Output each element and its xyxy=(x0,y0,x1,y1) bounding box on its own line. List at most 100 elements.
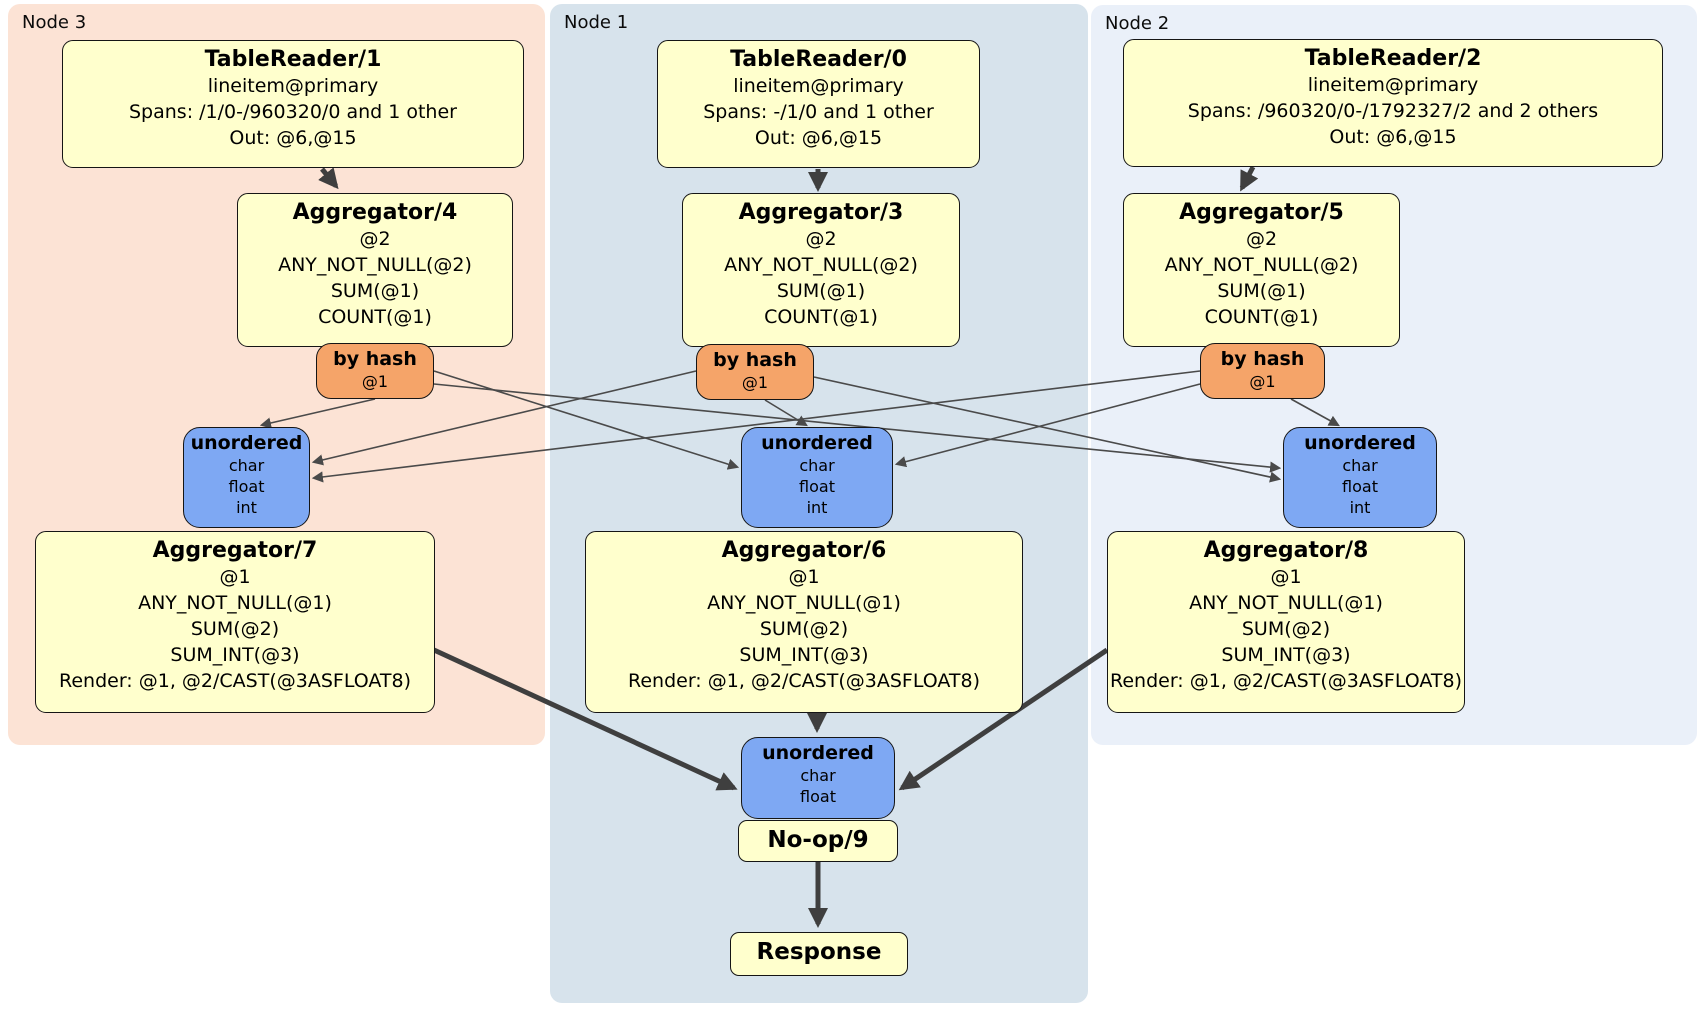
processor-line: SUM(@2) xyxy=(759,618,849,640)
processor-line: SUM(@1) xyxy=(1217,280,1306,302)
processor-line: SUM(@2) xyxy=(1241,618,1331,640)
edge-hash2-un2 xyxy=(1290,398,1340,427)
processor-noop-9: No-op/9 xyxy=(738,820,898,862)
edge-tr1-agg4 xyxy=(318,167,339,190)
processor-line: ANY_NOT_NULL(@2) xyxy=(724,254,918,276)
processor-line: COUNT(@1) xyxy=(318,306,432,328)
router-line: @1 xyxy=(1249,372,1276,391)
sync-line: float xyxy=(228,477,265,496)
router-line: @1 xyxy=(741,373,769,392)
region-node-3-label: Node 3 xyxy=(22,12,87,33)
processor-aggregator-5: Aggregator/5 @2 ANY_NOT_NULL(@2) SUM(@1)… xyxy=(1123,193,1400,347)
processor-line: SUM_INT(@3) xyxy=(1221,644,1351,666)
sync-line: float xyxy=(1342,477,1378,496)
processor-line: @2 xyxy=(1245,228,1278,250)
processor-line: ANY_NOT_NULL(@1) xyxy=(138,592,332,614)
processor-line: Spans: /1/0-/960320/0 and 1 other xyxy=(129,101,457,123)
processor-line: lineitem@primary xyxy=(207,75,379,97)
sync-title: unordered xyxy=(1304,432,1416,454)
processor-line: Render: @1, @2/CAST(@3ASFLOAT8) xyxy=(1110,670,1462,692)
processor-line: ANY_NOT_NULL(@1) xyxy=(1189,592,1383,614)
processor-line: SUM(@1) xyxy=(330,280,420,302)
sync-unordered-node1: unordered char float int xyxy=(741,427,893,528)
processor-line: Out: @6,@15 xyxy=(1329,126,1457,148)
processor-title: TableReader/2 xyxy=(1304,46,1482,71)
sync-line: int xyxy=(1349,498,1371,517)
processor-line: COUNT(@1) xyxy=(764,306,878,328)
processor-line: @1 xyxy=(788,566,820,588)
processor-aggregator-6: Aggregator/6 @1 ANY_NOT_NULL(@1) SUM(@2)… xyxy=(585,531,1023,713)
processor-line: lineitem@primary xyxy=(733,75,904,97)
router-title: by hash xyxy=(1220,348,1305,370)
sync-title: unordered xyxy=(762,742,874,764)
processor-title: TableReader/0 xyxy=(730,47,907,72)
processor-line: SUM(@1) xyxy=(776,280,866,302)
processor-tablereader-2: TableReader/2 lineitem@primary Spans: /9… xyxy=(1123,39,1663,167)
edge-hash3-un1 xyxy=(433,370,740,470)
edge-hash1-un2 xyxy=(813,376,1282,483)
processor-line: Spans: -/1/0 and 1 other xyxy=(703,101,934,123)
processor-response: Response xyxy=(730,932,908,976)
processor-line: Out: @6,@15 xyxy=(229,127,357,149)
processor-aggregator-7: Aggregator/7 @1 ANY_NOT_NULL(@1) SUM(@2)… xyxy=(35,531,435,713)
processor-line: @2 xyxy=(359,228,391,250)
processor-line: Render: @1, @2/CAST(@3ASFLOAT8) xyxy=(59,670,411,692)
processor-line: lineitem@primary xyxy=(1307,74,1479,96)
router-title: by hash xyxy=(333,348,417,370)
processor-aggregator-8: Aggregator/8 @1 ANY_NOT_NULL(@1) SUM(@2)… xyxy=(1107,531,1465,713)
edge-hash3-un3 xyxy=(259,398,376,429)
edge-agg8-unfinal xyxy=(898,647,1109,791)
processor-line: SUM(@2) xyxy=(190,618,280,640)
processor-title: Aggregator/3 xyxy=(738,200,904,225)
sync-line: char xyxy=(799,456,835,475)
processor-title: TableReader/1 xyxy=(204,47,382,72)
sync-line: int xyxy=(806,498,828,517)
sync-title: unordered xyxy=(761,432,873,454)
processor-aggregator-3: Aggregator/3 @2 ANY_NOT_NULL(@2) SUM(@1)… xyxy=(682,193,960,347)
processor-line: @2 xyxy=(805,228,837,250)
processor-line: Spans: /960320/0-/1792327/2 and 2 others xyxy=(1187,100,1599,122)
region-node-2-label: Node 2 xyxy=(1105,13,1170,34)
processor-title: Response xyxy=(756,939,882,965)
router-title: by hash xyxy=(713,349,797,371)
processor-line: SUM_INT(@3) xyxy=(170,644,300,666)
sync-unordered-node2: unordered char float int xyxy=(1283,427,1437,528)
processor-line: Out: @6,@15 xyxy=(754,127,883,149)
edge-hash1-un3 xyxy=(311,370,697,466)
processor-title: Aggregator/4 xyxy=(292,200,458,225)
processor-title: Aggregator/8 xyxy=(1203,538,1369,563)
processor-title: Aggregator/7 xyxy=(152,538,318,563)
processor-title: No-op/9 xyxy=(767,827,869,853)
processor-tablereader-1: TableReader/1 lineitem@primary Spans: /1… xyxy=(62,40,524,168)
processor-line: COUNT(@1) xyxy=(1204,306,1319,328)
processor-line: Render: @1, @2/CAST(@3ASFLOAT8) xyxy=(628,670,980,692)
sync-line: char xyxy=(800,766,836,785)
processor-line: ANY_NOT_NULL(@2) xyxy=(278,254,472,276)
edge-agg7-unfinal xyxy=(432,647,738,791)
edge-hash3-un2 xyxy=(433,383,1282,473)
router-by-hash-node2: by hash @1 xyxy=(1200,343,1325,399)
processor-line: @1 xyxy=(219,566,251,588)
router-by-hash-node3: by hash @1 xyxy=(316,343,434,399)
sync-unordered-final: unordered char float xyxy=(741,737,895,819)
processor-title: Aggregator/6 xyxy=(721,538,887,563)
processor-aggregator-4: Aggregator/4 @2 ANY_NOT_NULL(@2) SUM(@1)… xyxy=(237,193,513,347)
router-line: @1 xyxy=(361,372,389,391)
processor-line: SUM_INT(@3) xyxy=(739,644,869,666)
processor-title: Aggregator/5 xyxy=(1179,200,1344,225)
edge-hash2-un1 xyxy=(894,383,1201,468)
sync-line: char xyxy=(228,456,265,475)
router-by-hash-node1: by hash @1 xyxy=(696,344,814,400)
edge-hash1-un1 xyxy=(764,399,808,427)
edge-hash2-un3 xyxy=(311,370,1201,483)
sync-line: float xyxy=(799,477,835,496)
sync-line: int xyxy=(236,498,257,517)
sync-unordered-node3: unordered char float int xyxy=(183,427,310,528)
sync-title: unordered xyxy=(190,432,303,454)
processor-line: ANY_NOT_NULL(@2) xyxy=(1164,254,1359,276)
region-node-1-label: Node 1 xyxy=(564,12,629,33)
processor-line: ANY_NOT_NULL(@1) xyxy=(707,592,901,614)
edge-tr2-agg5 xyxy=(1239,165,1259,192)
